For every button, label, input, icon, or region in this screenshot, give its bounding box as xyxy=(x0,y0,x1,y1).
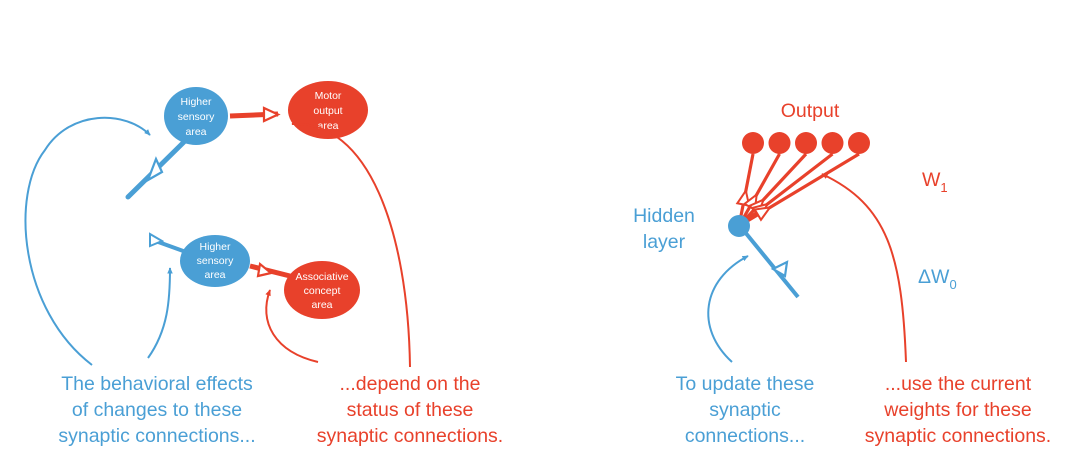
caption-line: The behavioral effects xyxy=(61,373,253,395)
synapse-sensory-to-motor xyxy=(229,106,281,123)
blue-curved-arrow-outer xyxy=(24,116,151,366)
caption-line: status of these xyxy=(347,399,474,421)
output-unit xyxy=(742,132,764,154)
caption-update-connections: To update these synaptic connections... xyxy=(676,373,815,447)
hidden-layer-label: Hidden layer xyxy=(633,205,695,253)
right-panel: Output Hidden layer W1 ΔW0 To update the… xyxy=(633,100,1051,447)
node-label-line: Associative xyxy=(295,271,348,283)
node-label-line: output xyxy=(313,105,342,117)
dw0-label-base: ΔW xyxy=(918,266,950,288)
node-label-line: Higher xyxy=(200,241,231,253)
synapse-hidden-to-output xyxy=(737,153,781,227)
output-unit xyxy=(848,132,870,154)
label-line: layer xyxy=(643,231,686,253)
w1-label-base: W xyxy=(922,169,941,191)
synapse-into-top-sensory xyxy=(125,137,189,200)
node-label-line: sensory xyxy=(178,111,216,123)
hidden-unit xyxy=(728,215,750,237)
node-label-line: Motor xyxy=(315,90,342,102)
output-unit xyxy=(768,132,791,154)
node-motor-output: Motor output area xyxy=(288,81,368,139)
synapse-into-bottom-sensory xyxy=(149,232,187,254)
dw0-label-sub: 0 xyxy=(949,277,956,292)
caption-line: To update these xyxy=(676,373,815,395)
node-associative-concept: Associative concept area xyxy=(284,261,360,319)
node-label-line: area xyxy=(185,126,206,138)
red-curved-arrow-short xyxy=(265,289,319,363)
red-curved-arrow-long xyxy=(291,120,411,368)
dw0-label: ΔW0 xyxy=(918,266,957,292)
synapse-hidden-to-output xyxy=(738,152,860,228)
node-higher-sensory-bottom: Higher sensory area xyxy=(180,235,250,287)
caption-use-current-weights: ...use the current weights for these syn… xyxy=(865,373,1051,447)
caption-line: synaptic connections. xyxy=(317,425,503,447)
synapse-into-hidden xyxy=(738,224,800,299)
red-curved-arrow-right xyxy=(821,173,907,363)
caption-line: connections... xyxy=(685,425,805,447)
caption-line: of changes to these xyxy=(72,399,242,421)
node-label-line: area xyxy=(311,299,332,311)
synapse-hidden-to-output xyxy=(738,152,834,228)
node-label-line: sensory xyxy=(197,255,235,267)
w1-label-sub: 1 xyxy=(940,180,947,195)
output-label: Output xyxy=(781,100,840,122)
blue-curved-arrow-right xyxy=(707,255,749,363)
caption-behavioral-effects: The behavioral effects of changes to the… xyxy=(58,373,255,447)
node-label-line: concept xyxy=(304,285,341,297)
left-panel: Higher sensory area Motor output area Hi… xyxy=(24,81,503,447)
caption-line: weights for these xyxy=(883,399,1031,421)
caption-line: ...depend on the xyxy=(340,373,481,395)
w1-label: W1 xyxy=(922,169,948,195)
node-label-line: area xyxy=(204,269,225,281)
node-higher-sensory-top: Higher sensory area xyxy=(164,87,228,145)
caption-line: synaptic connections. xyxy=(865,425,1051,447)
output-layer xyxy=(735,132,870,228)
caption-line: ...use the current xyxy=(885,373,1032,395)
output-unit xyxy=(795,132,817,154)
caption-line: synaptic xyxy=(709,399,781,421)
synapse-sensory-to-associative xyxy=(249,261,291,279)
caption-line: synaptic connections... xyxy=(58,425,255,447)
node-label-line: area xyxy=(317,120,338,132)
blue-curved-arrow-inner xyxy=(147,267,173,359)
caption-depend-on-status: ...depend on the status of these synapti… xyxy=(317,373,503,447)
label-line: Hidden xyxy=(633,205,695,227)
synapse-hidden-to-output xyxy=(737,152,808,228)
output-unit xyxy=(821,132,844,154)
synapse-terminal xyxy=(753,206,773,222)
node-label-line: Higher xyxy=(181,96,212,108)
